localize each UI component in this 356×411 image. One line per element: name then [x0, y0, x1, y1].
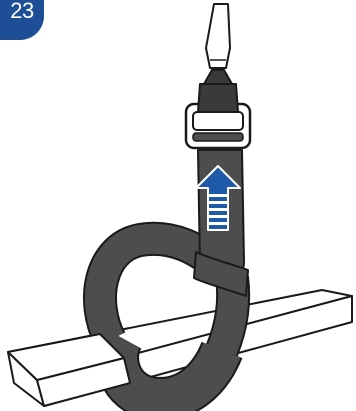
strap-end — [206, 4, 230, 68]
buckle — [186, 61, 250, 148]
